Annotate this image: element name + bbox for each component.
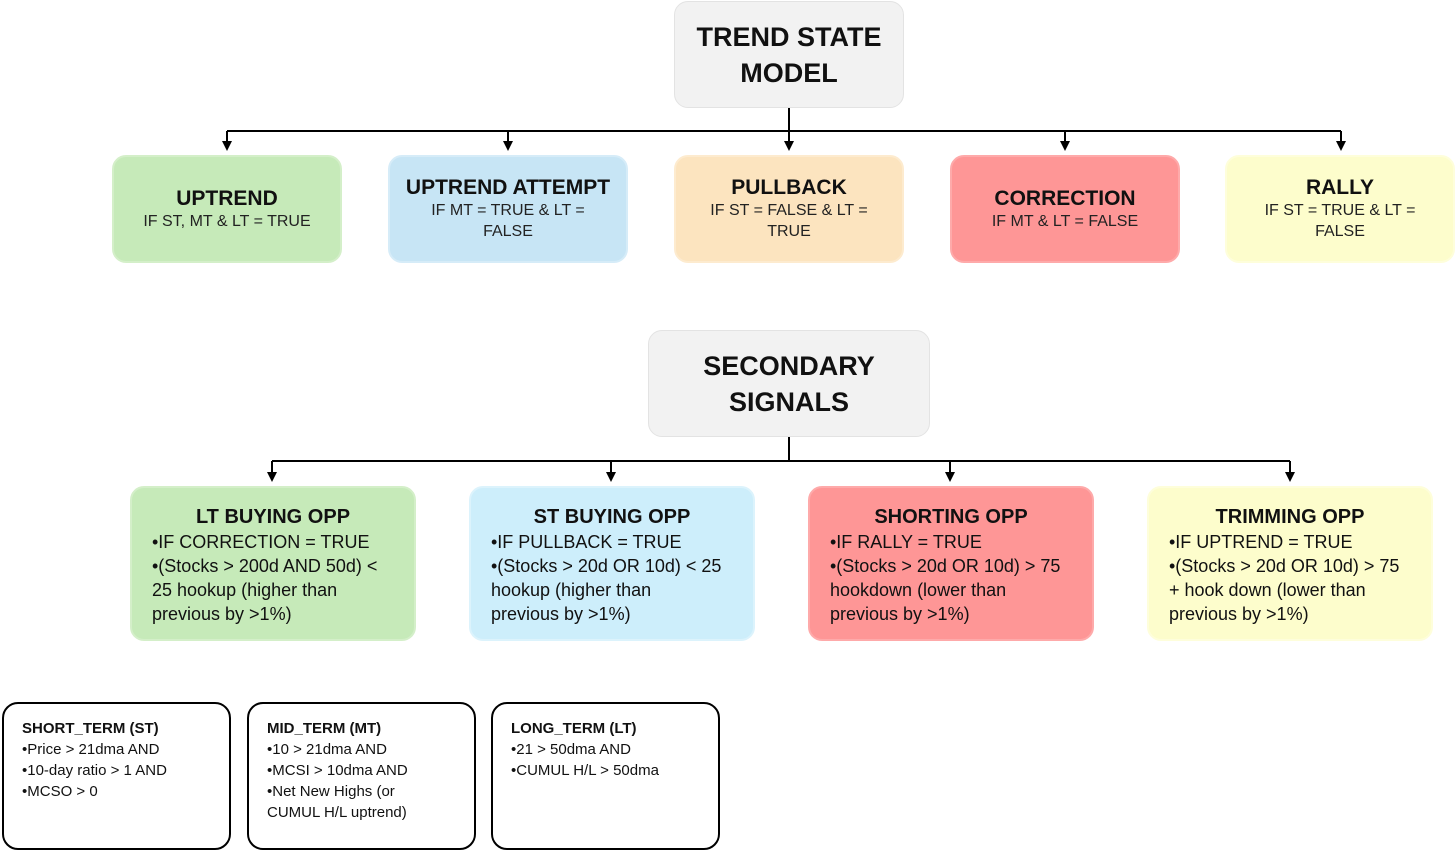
signal-trimming-opp: TRIMMING OPP •IF UPTREND = TRUE •(Stocks…	[1147, 486, 1433, 641]
state-rally: RALLY IF ST = TRUE & LT = FALSE	[1225, 155, 1455, 263]
signal-lt-buying-opp-line-2: •(Stocks > 200d AND 50d) <	[152, 556, 378, 576]
state-uptrend-attempt-condition-1: IF MT = TRUE & LT =	[431, 202, 585, 219]
state-correction: CORRECTION IF MT & LT = FALSE	[950, 155, 1180, 263]
definition-mid-term-line-1: •10 > 21dma AND	[267, 741, 387, 758]
signal-trimming-opp-title: TRIMMING OPP	[1215, 506, 1365, 528]
state-uptrend-attempt-condition-2: FALSE	[483, 223, 533, 240]
signal-lt-buying-opp-title: LT BUYING OPP	[195, 506, 351, 528]
signal-st-buying-opp-line-1: •IF PULLBACK = TRUE	[491, 532, 682, 552]
signal-lt-buying-opp-line-4: previous by >1%)	[152, 604, 292, 624]
definition-short-term-title: SHORT_TERM (ST)	[22, 720, 159, 737]
definition-short-term-line-3: •MCSO > 0	[22, 783, 98, 800]
signal-st-buying-opp: ST BUYING OPP •IF PULLBACK = TRUE •(Stoc…	[469, 486, 755, 641]
state-uptrend: UPTREND IF ST, MT & LT = TRUE	[112, 155, 342, 263]
signal-shorting-opp: SHORTING OPP •IF RALLY = TRUE •(Stocks >…	[808, 486, 1094, 641]
definition-mid-term: MID_TERM (MT) •10 > 21dma AND •MCSI > 10…	[247, 702, 476, 850]
signal-lt-buying-opp-line-1: •IF CORRECTION = TRUE	[152, 532, 370, 552]
secondary-signals-title-line1: SECONDARY	[703, 350, 875, 381]
definition-mid-term-line-4: CUMUL H/L uptrend)	[267, 804, 407, 821]
secondary-signals-node: SECONDARY SIGNALS	[648, 330, 930, 437]
definition-long-term-title: LONG_TERM (LT)	[511, 720, 637, 737]
signal-lt-buying-opp-line-3: 25 hookup (higher than	[152, 580, 338, 600]
state-correction-title: CORRECTION	[994, 186, 1136, 210]
trend-state-model-title-line1: TREND STATE	[696, 21, 882, 52]
signal-trimming-opp-line-4: previous by >1%)	[1169, 604, 1309, 624]
definition-short-term: SHORT_TERM (ST) •Price > 21dma AND •10-d…	[2, 702, 231, 850]
signal-shorting-opp-line-1: •IF RALLY = TRUE	[830, 532, 982, 552]
state-uptrend-attempt: UPTREND ATTEMPT IF MT = TRUE & LT = FALS…	[388, 155, 628, 263]
definition-long-term: LONG_TERM (LT) •21 > 50dma AND •CUMUL H/…	[491, 702, 720, 850]
definition-mid-term-line-2: •MCSI > 10dma AND	[267, 762, 408, 779]
signal-trimming-opp-line-3: + hook down (lower than	[1169, 580, 1366, 600]
signal-trimming-opp-line-2: •(Stocks > 20d OR 10d) > 75	[1169, 556, 1400, 576]
secondary-signals-title-line2: SIGNALS	[728, 386, 849, 417]
signal-st-buying-opp-title: ST BUYING OPP	[533, 506, 691, 528]
definition-long-term-line-1: •21 > 50dma AND	[511, 741, 631, 758]
state-pullback-title: PULLBACK	[731, 176, 847, 199]
definition-short-term-line-1: •Price > 21dma AND	[22, 741, 160, 758]
state-rally-condition-1: IF ST = TRUE & LT =	[1264, 202, 1416, 219]
definition-long-term-line-2: •CUMUL H/L > 50dma	[511, 762, 659, 779]
state-pullback-condition-1: IF ST = FALSE & LT =	[710, 202, 868, 219]
signal-st-buying-opp-line-3: hookup (higher than	[491, 580, 652, 600]
definition-mid-term-line-3: •Net New Highs (or	[267, 783, 395, 800]
signal-st-buying-opp-line-4: previous by >1%)	[491, 604, 631, 624]
signal-shorting-opp-title: SHORTING OPP	[874, 506, 1028, 528]
signal-st-buying-opp-line-2: •(Stocks > 20d OR 10d) < 25	[491, 556, 722, 576]
definition-mid-term-title: MID_TERM (MT)	[267, 720, 382, 737]
signal-shorting-opp-line-4: previous by >1%)	[830, 604, 970, 624]
state-pullback-condition-2: TRUE	[767, 223, 811, 240]
state-uptrend-condition: IF ST, MT & LT = TRUE	[143, 212, 311, 230]
definition-short-term-line-2: •10-day ratio > 1 AND	[22, 762, 167, 779]
state-uptrend-attempt-title: UPTREND ATTEMPT	[405, 176, 611, 199]
secondary-tree-connectors	[267, 437, 1295, 482]
state-uptrend-title: UPTREND	[176, 186, 278, 210]
state-pullback: PULLBACK IF ST = FALSE & LT = TRUE	[674, 155, 904, 263]
trend-tree-connectors	[222, 108, 1346, 151]
signal-lt-buying-opp: LT BUYING OPP •IF CORRECTION = TRUE •(St…	[130, 486, 416, 641]
signal-shorting-opp-line-2: •(Stocks > 20d OR 10d) > 75	[830, 556, 1061, 576]
signal-shorting-opp-line-3: hookdown (lower than	[830, 580, 1007, 600]
state-rally-title: RALLY	[1305, 176, 1375, 199]
state-rally-condition-2: FALSE	[1315, 223, 1365, 240]
trend-state-model-title-line2: MODEL	[740, 57, 838, 88]
state-correction-condition: IF MT & LT = FALSE	[991, 212, 1139, 230]
signal-trimming-opp-line-1: •IF UPTREND = TRUE	[1169, 532, 1353, 552]
trend-state-model-node: TREND STATE MODEL	[674, 1, 904, 108]
